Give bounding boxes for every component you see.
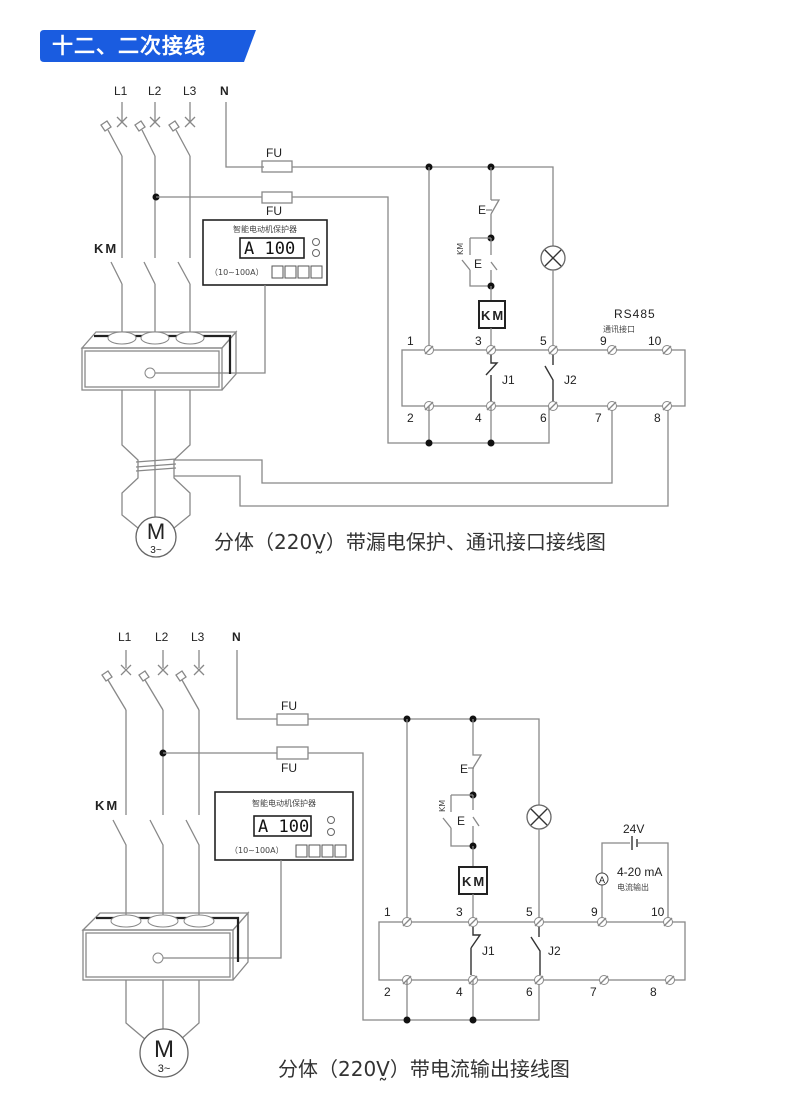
- terminal-6: 6: [540, 411, 547, 425]
- motor-label: M: [154, 1036, 174, 1063]
- terminal-8: 8: [650, 985, 657, 999]
- terminal-2: 2: [407, 411, 414, 425]
- aux-contact-label: KM: [438, 800, 447, 812]
- contactor-label: KM: [94, 241, 118, 256]
- junction-dot: [403, 1016, 411, 1024]
- relay-j2-label: J2: [548, 944, 561, 958]
- protector-title: 智能电动机保护器: [233, 224, 297, 234]
- terminal-4: 4: [475, 411, 482, 425]
- terminal-6: 6: [526, 985, 533, 999]
- wiring-diagram-leakage-comm: L1 L2 L3 N KM FU FU 智能电动机保护器 A 100 （10~1: [80, 84, 686, 558]
- terminal-7: 7: [590, 985, 597, 999]
- fuse-l2: [276, 746, 309, 760]
- ammeter-icon: [595, 872, 609, 886]
- phase-label-l3: L3: [191, 630, 205, 644]
- current-output-label: 电流输出: [617, 882, 649, 892]
- start-label: E: [457, 814, 465, 828]
- protector-range: （10~100A）: [210, 268, 264, 277]
- motor-label: M: [147, 519, 165, 544]
- phase-label-l2: L2: [155, 630, 169, 644]
- start-label: E: [474, 257, 482, 271]
- current-transformer: [80, 330, 238, 391]
- phase-label-l3: L3: [183, 84, 197, 98]
- motor-feed: [121, 390, 669, 529]
- current-range-label: 4-20 mA: [617, 865, 662, 879]
- relay-j1-label: J1: [482, 944, 495, 958]
- phase-label-l1: L1: [118, 630, 132, 644]
- rs485-label: RS485: [614, 307, 656, 321]
- terminal-2: 2: [384, 985, 391, 999]
- current-output-loop: [595, 836, 669, 919]
- relay-j2-label: J2: [564, 373, 577, 387]
- protector-title: 智能电动机保护器: [252, 798, 316, 808]
- terminal-10: 10: [648, 334, 662, 348]
- phase-label-l1: L1: [114, 84, 128, 98]
- terminal-9: 9: [591, 905, 598, 919]
- contactor-contacts: [110, 261, 191, 332]
- diagram-caption: 分体（220V̰）带漏电保护、通讯接口接线图: [214, 530, 606, 554]
- contactor-contacts: [112, 819, 200, 915]
- terminal-block: [378, 917, 686, 985]
- fuse-label-bottom: FU: [266, 204, 282, 218]
- km-coil: [458, 866, 488, 895]
- terminal-5: 5: [526, 905, 533, 919]
- terminal-9: 9: [600, 334, 607, 348]
- terminal-8: 8: [654, 411, 661, 425]
- header-background: [40, 30, 256, 62]
- terminal-5: 5: [540, 334, 547, 348]
- protector-display-value: A 100: [258, 817, 309, 837]
- estop-label: E: [478, 203, 486, 217]
- diagram-caption: 分体（220V̰）带电流输出接线图: [278, 1057, 570, 1081]
- motor-protector-unit: 智能电动机保护器 A 100 （10~100A）: [214, 791, 354, 861]
- motor-protector-unit: 智能电动机保护器 A 100 （10~100A）: [202, 219, 328, 286]
- km-coil-label: KM: [462, 874, 486, 889]
- motor-symbol: [139, 1028, 189, 1078]
- protector-display: [253, 815, 312, 837]
- junction-dot: [425, 439, 433, 447]
- motor-feed: [125, 980, 200, 1041]
- circuit-breaker: [100, 102, 196, 157]
- terminal-block: [401, 345, 686, 411]
- neutral-label: N: [232, 630, 241, 644]
- terminal-1: 1: [407, 334, 414, 348]
- motor-phase-label: 3~: [158, 1063, 171, 1075]
- terminal-1: 1: [384, 905, 391, 919]
- protector-display-value: A 100: [244, 239, 295, 259]
- ammeter-label: A: [599, 875, 605, 885]
- estop-label: E: [460, 762, 468, 776]
- terminal-7: 7: [595, 411, 602, 425]
- relay-j1-label: J1: [502, 373, 515, 387]
- contactor-label: KM: [95, 798, 119, 813]
- terminal-3: 3: [475, 334, 482, 348]
- junction-dot: [487, 439, 495, 447]
- current-transformer: [81, 911, 250, 981]
- protector-range: （10~100A）: [230, 846, 284, 855]
- aux-contact-label: KM: [456, 243, 465, 255]
- terminal-4: 4: [456, 985, 463, 999]
- neutral-label: N: [220, 84, 229, 98]
- km-coil: [478, 300, 506, 329]
- circuit-breaker: [101, 650, 205, 711]
- section-title: 十二、二次接线: [52, 34, 206, 58]
- motor-phase-label: 3~: [150, 545, 162, 556]
- section-header: 十二、二次接线: [40, 30, 256, 62]
- protector-display: [239, 237, 305, 259]
- motor-symbol: [135, 516, 177, 558]
- comm-port-label: 通讯接口: [603, 324, 635, 334]
- terminal-10: 10: [651, 905, 665, 919]
- terminal-3: 3: [456, 905, 463, 919]
- km-coil-label: KM: [481, 308, 505, 323]
- supply-voltage-label: 24V: [623, 822, 644, 836]
- fuse-label-bottom: FU: [281, 761, 297, 775]
- fuse-label-top: FU: [266, 146, 282, 160]
- fuse-label-top: FU: [281, 699, 297, 713]
- phase-label-l2: L2: [148, 84, 162, 98]
- junction-dot: [469, 1016, 477, 1024]
- fuse-n: [276, 713, 309, 726]
